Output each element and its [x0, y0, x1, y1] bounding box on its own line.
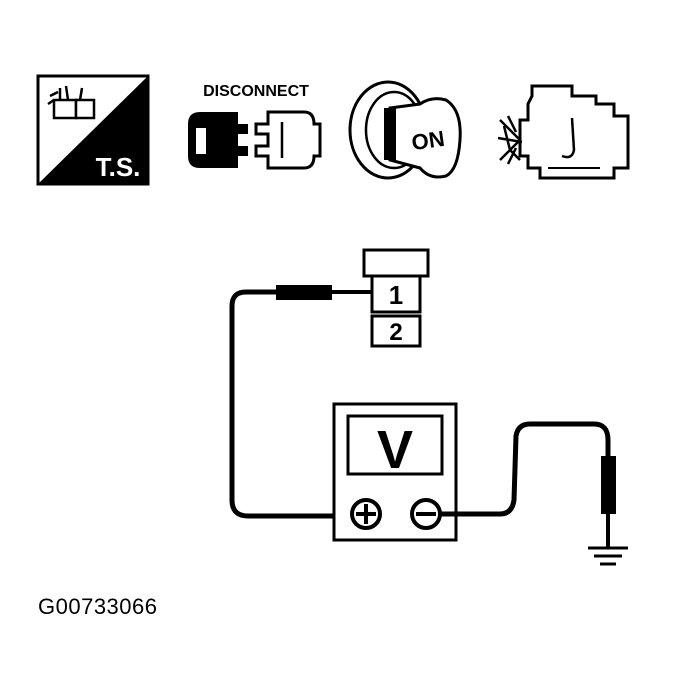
voltmeter-display: V [377, 420, 413, 480]
ignition-on-label: ON [410, 126, 446, 155]
negative-test-lead [440, 421, 616, 548]
negative-terminal-icon [410, 498, 442, 530]
positive-terminal-icon [350, 498, 382, 530]
disconnect-label: DISCONNECT [203, 83, 309, 100]
ignition-key-icon: ON [348, 80, 462, 180]
connector-male-icon [254, 110, 322, 170]
ts-label: T.S. [96, 152, 141, 182]
positive-test-lead [229, 285, 372, 519]
disconnect-icon: DISCONNECT [188, 83, 322, 170]
relay-sketch-icon [47, 85, 96, 120]
connector-pin-2: 2 [389, 319, 402, 346]
ts-icon: T.S. [36, 74, 150, 186]
harness-connector: 1 2 [362, 248, 430, 348]
connector-pin-1: 1 [389, 280, 403, 310]
engine-fan-icon [497, 115, 523, 165]
figure-id: G00733066 [38, 594, 158, 619]
engine-icon [497, 84, 630, 180]
voltmeter: V [332, 402, 458, 542]
ground-icon [588, 546, 628, 566]
